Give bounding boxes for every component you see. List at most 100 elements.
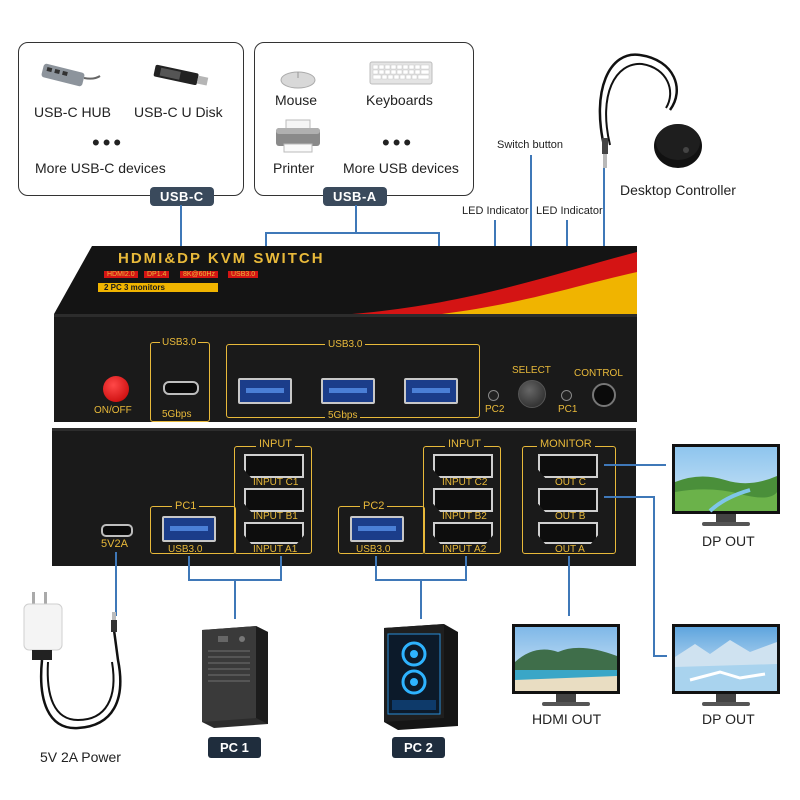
keyboard-icon xyxy=(369,61,433,85)
usba-more-label: More USB devices xyxy=(343,160,459,176)
line-hdmi-out xyxy=(568,556,570,616)
usb-c-disk-icon xyxy=(153,64,209,86)
device-title: HDMI&DP KVM SWITCH xyxy=(118,250,325,267)
usbc-item-hub: USB-C HUB xyxy=(34,104,112,120)
switch-button-label: Switch button xyxy=(497,139,564,151)
input-a1-label: INPUT A1 xyxy=(253,544,298,555)
pc1-led xyxy=(561,390,572,401)
usbc-item-disk: USB-C U Disk xyxy=(134,104,223,120)
out-b-port[interactable] xyxy=(538,488,598,512)
line-pc2-usb xyxy=(375,556,377,580)
spec-dp: DP1.4 xyxy=(144,271,170,278)
input-c2-label: INPUT C2 xyxy=(442,477,488,488)
input-c1-port[interactable] xyxy=(244,454,304,478)
spec-8k: 8K@60Hz xyxy=(180,271,219,278)
usba-tag: USB-A xyxy=(323,187,387,206)
pc1-usb-port[interactable] xyxy=(162,516,216,542)
monitor-label: MONITOR xyxy=(537,438,595,450)
line-usba-down xyxy=(355,205,357,233)
line-out-b-right xyxy=(653,655,667,657)
line-usba-horizontal xyxy=(265,232,439,234)
pc2-usb-label: USB3.0 xyxy=(356,544,391,555)
usba-more-dots: ••• xyxy=(382,130,415,155)
front-usba-port-1[interactable] xyxy=(238,378,292,404)
front-usba-speed: 5Gbps xyxy=(325,410,361,421)
pc1-label: PC 1 xyxy=(208,737,261,758)
led-indicator-left-label: LED Indicator xyxy=(462,205,529,217)
power-button[interactable] xyxy=(103,376,129,402)
out-a-label: OUT A xyxy=(555,544,585,555)
power-label: 5V 2A Power xyxy=(40,749,121,765)
desktop-controller-label: Desktop Controller xyxy=(620,182,736,198)
usba-item-printer: Printer xyxy=(273,160,315,176)
out-a-port[interactable] xyxy=(538,522,598,544)
input-a1-port[interactable] xyxy=(244,522,304,544)
out-c-label: OUT C xyxy=(555,477,586,488)
line-pc2-hdmi xyxy=(465,556,467,580)
on-off-label: ON/OFF xyxy=(94,405,132,416)
pc2-usb-port[interactable] xyxy=(350,516,404,542)
select-button[interactable] xyxy=(518,380,546,408)
led-indicator-right-label: LED Indicator xyxy=(536,205,603,217)
monitor-hdmi-icon xyxy=(512,624,620,706)
front-usbc-port[interactable] xyxy=(163,381,199,395)
out-c-port[interactable] xyxy=(538,454,598,478)
pc2-input-label: INPUT xyxy=(445,438,484,450)
pc1-tower-icon xyxy=(202,626,268,728)
pc2-led xyxy=(488,390,499,401)
line-pc1-usb xyxy=(188,556,190,580)
out-b-label: OUT B xyxy=(555,511,586,522)
front-usbc-speed: 5Gbps xyxy=(160,409,194,420)
hdmi-out-label: HDMI OUT xyxy=(532,711,602,727)
line-out-c xyxy=(604,464,666,466)
line-pc2-down xyxy=(420,579,422,619)
rear-power-label: 5V2A xyxy=(101,538,128,550)
input-c2-port[interactable] xyxy=(433,454,493,478)
control-label: CONTROL xyxy=(574,368,623,379)
input-a2-port[interactable] xyxy=(433,522,493,544)
pc2-led-label: PC2 xyxy=(485,404,505,415)
input-b1-port[interactable] xyxy=(244,488,304,512)
usbc-more-label: More USB-C devices xyxy=(35,160,166,176)
spec-usb: USB3.0 xyxy=(228,271,259,278)
usb-c-hub-icon xyxy=(41,63,101,87)
usba-item-mouse: Mouse xyxy=(275,92,318,108)
monitor-dp-top-icon xyxy=(672,444,780,526)
spec-hdmi: HDMI2.0 xyxy=(104,271,138,278)
usba-device-box xyxy=(254,42,474,196)
line-out-b-down xyxy=(653,496,655,656)
usbc-more-dots: ••• xyxy=(92,130,125,155)
device-subtitle: 2 PC 3 monitors xyxy=(98,283,218,292)
front-usba-label: USB3.0 xyxy=(325,339,366,350)
printer-icon xyxy=(276,119,320,153)
monitor-dp-bottom-icon xyxy=(672,624,780,706)
front-usbc-label: USB3.0 xyxy=(160,337,199,348)
input-b2-label: INPUT B2 xyxy=(442,511,487,522)
input-b2-port[interactable] xyxy=(433,488,493,512)
mouse-icon xyxy=(280,71,316,89)
pc2-tag: PC2 xyxy=(360,500,388,512)
control-port[interactable] xyxy=(592,383,616,407)
pc1-usb-label: USB3.0 xyxy=(168,544,203,555)
line-power xyxy=(115,552,117,616)
input-a2-label: INPUT A2 xyxy=(442,544,487,555)
usbc-tag: USB-C xyxy=(150,187,214,206)
input-b1-label: INPUT B1 xyxy=(253,511,298,522)
front-usba-port-2[interactable] xyxy=(321,378,375,404)
line-pc1-down xyxy=(234,579,236,619)
front-usba-port-3[interactable] xyxy=(404,378,458,404)
desktop-controller-icon xyxy=(598,53,702,168)
dp-out-bottom-label: DP OUT xyxy=(702,711,755,727)
input-c1-label: INPUT C1 xyxy=(253,477,299,488)
line-out-b xyxy=(604,496,654,498)
pc1-led-label: PC1 xyxy=(558,404,578,415)
dp-out-top-label: DP OUT xyxy=(702,533,755,549)
pc1-tag: PC1 xyxy=(172,500,200,512)
pc1-input-label: INPUT xyxy=(256,438,295,450)
rear-power-port[interactable] xyxy=(101,524,133,537)
power-adapter-icon xyxy=(23,592,122,730)
kvm-front-unit xyxy=(54,246,637,422)
pc2-label: PC 2 xyxy=(392,737,445,758)
select-label: SELECT xyxy=(512,365,551,376)
line-pc1-hdmi xyxy=(280,556,282,580)
